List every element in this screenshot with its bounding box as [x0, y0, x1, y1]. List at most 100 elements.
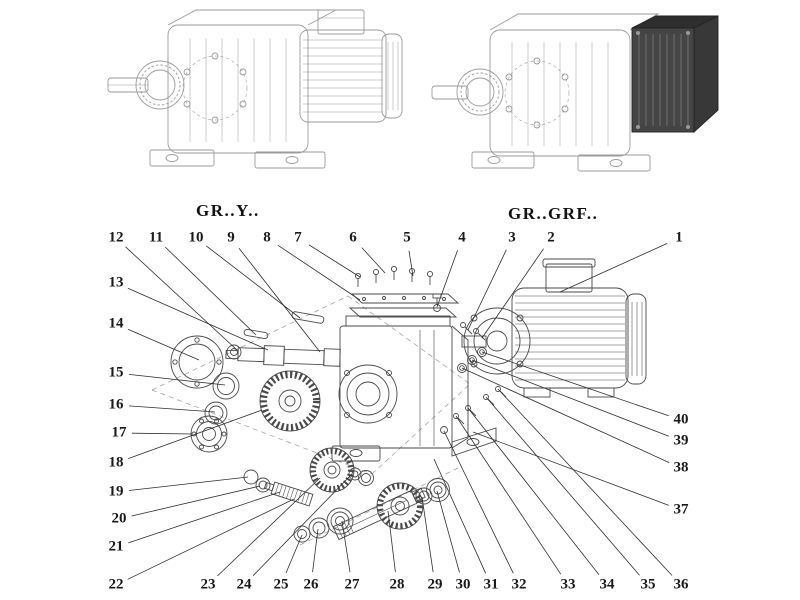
callout-number-22: 22: [108, 576, 124, 593]
callout-number-14: 14: [108, 315, 124, 332]
callout-number-10: 10: [188, 229, 204, 246]
callout-number-20: 20: [111, 510, 127, 527]
callout-number-13: 13: [108, 274, 124, 291]
callout-number-38: 38: [673, 459, 689, 476]
leader-line-23: [217, 477, 321, 577]
gear-housing: [331, 315, 497, 462]
construction-guides: [151, 295, 471, 546]
input-flange-and-seals: [170, 335, 240, 425]
callout-number-3: 3: [508, 229, 516, 246]
cover-bolts: [354, 265, 434, 287]
leader-line-33: [455, 415, 562, 575]
leader-line-18: [128, 409, 263, 459]
callout-number-9: 9: [227, 229, 235, 246]
callout-number-27: 27: [344, 576, 360, 593]
leader-line-11: [165, 246, 257, 336]
leader-line-27: [341, 520, 351, 573]
pinion-assembly: [243, 469, 314, 507]
callout-number-32: 32: [511, 576, 527, 593]
callout-number-21: 21: [108, 538, 124, 555]
cover-and-bolts: [348, 265, 460, 318]
leader-line-5: [408, 250, 414, 277]
callout-number-16: 16: [108, 396, 124, 413]
leader-line-9: [238, 247, 321, 353]
leader-line-10: [206, 245, 301, 319]
leader-line-2: [481, 248, 544, 339]
leader-line-7: [308, 244, 361, 278]
variant-label-gr-y: GR..Y..: [196, 201, 260, 220]
shaft-key: [291, 311, 325, 324]
leader-line-29: [421, 496, 434, 573]
leader-line-30: [436, 490, 460, 573]
motor-shaft: [461, 335, 487, 348]
leader-line-12: [125, 246, 238, 351]
callout-number-2: 2: [547, 229, 555, 246]
callout-number-1: 1: [675, 229, 683, 246]
cover-gasket: [348, 307, 458, 318]
callout-number-35: 35: [640, 576, 656, 593]
leader-line-13: [127, 287, 269, 351]
leader-line-28: [387, 510, 396, 573]
callout-number-17: 17: [111, 424, 127, 441]
callout-number-11: 11: [148, 229, 164, 246]
leader-line-21: [128, 491, 281, 544]
callout-number-7: 7: [294, 229, 302, 246]
callout-number-36: 36: [673, 576, 689, 593]
leader-line-8: [277, 244, 361, 301]
leader-line-37: [472, 431, 669, 506]
callout-number-26: 26: [303, 576, 319, 593]
callout-number-25: 25: [273, 576, 289, 593]
leader-line-35: [485, 396, 640, 576]
leader-line-40: [481, 351, 669, 417]
callout-number-34: 34: [599, 576, 615, 593]
leader-line-16: [128, 405, 216, 413]
output-shaft-assembly: [293, 478, 450, 543]
variant-label-gr-grf: GR..GRF..: [508, 204, 599, 223]
assembled-unit-gr-grf: [431, 13, 719, 172]
motor-assembly: [461, 258, 647, 398]
circlip: [243, 469, 259, 485]
leader-line-24: [252, 473, 353, 576]
callout-number-39: 39: [673, 432, 689, 449]
drain-plug: [440, 426, 448, 434]
callout-number-24: 24: [236, 576, 252, 593]
callout-number-18: 18: [108, 454, 124, 471]
leader-line-38: [461, 367, 670, 463]
leader-line-39: [471, 359, 670, 437]
callout-number-4: 4: [458, 229, 466, 246]
grf-cover-block: [631, 15, 719, 134]
callout-number-28: 28: [389, 576, 405, 593]
leader-line-3: [467, 249, 507, 331]
callout-number-33: 33: [560, 576, 576, 593]
leader-line-25: [285, 534, 303, 574]
exploded-view: [151, 258, 647, 546]
fan-cover: [625, 293, 647, 385]
callout-number-37: 37: [673, 501, 689, 518]
callout-number-29: 29: [427, 576, 443, 593]
callout-number-30: 30: [455, 576, 471, 593]
callout-number-6: 6: [349, 229, 357, 246]
callout-number-8: 8: [263, 229, 271, 246]
callout-number-31: 31: [483, 576, 499, 593]
leader-line-4: [436, 250, 458, 308]
intermediate-gear-cluster: [309, 447, 374, 493]
assembled-unit-gr-y: [107, 9, 403, 169]
flange-hardware: [457, 322, 487, 373]
leader-line-1: [559, 243, 668, 293]
callout-number-12: 12: [108, 229, 124, 246]
leader-lines: [125, 243, 673, 580]
leader-line-14: [127, 328, 200, 361]
inspection-cover: [350, 293, 460, 304]
leader-line-20: [131, 485, 261, 517]
leader-line-32: [443, 430, 514, 574]
large-gear: [259, 370, 321, 432]
motor-body: [511, 287, 629, 389]
leader-line-34: [467, 407, 600, 576]
leader-line-17: [131, 432, 193, 435]
terminal-box: [545, 263, 593, 293]
leader-line-26: [312, 528, 319, 573]
leader-line-22: [127, 498, 295, 580]
leader-line-6: [361, 247, 386, 274]
